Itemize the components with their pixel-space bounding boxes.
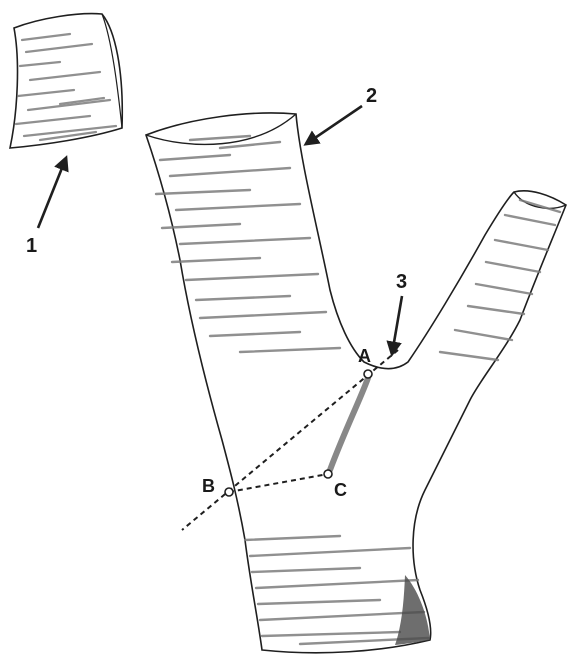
callout-label-1: 1 — [26, 235, 37, 257]
point-a-label: A — [358, 346, 371, 366]
point-c-label: C — [334, 480, 347, 500]
callout-arrow-1 — [38, 158, 66, 228]
point-b-label: B — [202, 476, 215, 496]
point-b-marker — [225, 488, 233, 496]
callout-arrow-2 — [306, 106, 362, 144]
point-c-marker — [324, 470, 332, 478]
callout-arrow-3 — [392, 296, 402, 354]
callout-label-3: 3 — [396, 271, 407, 293]
point-a-marker — [364, 370, 372, 378]
tree-trunk — [146, 113, 566, 653]
callout-label-2: 2 — [366, 85, 377, 107]
removed-branch-stub — [10, 14, 122, 148]
